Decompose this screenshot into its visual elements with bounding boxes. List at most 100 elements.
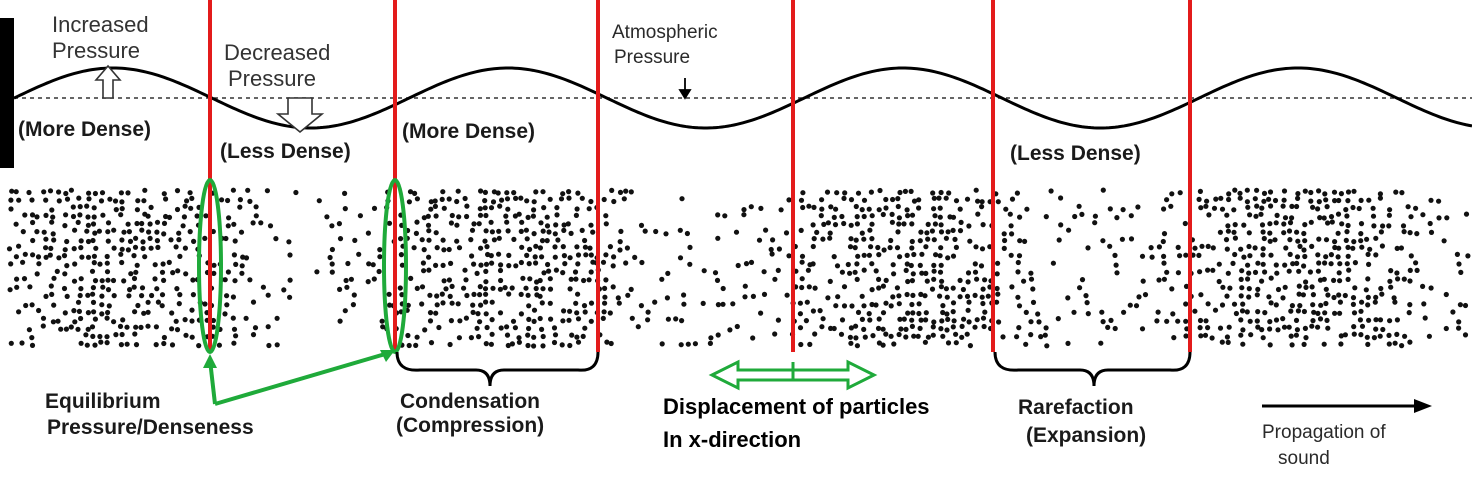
particle-dot	[314, 269, 320, 275]
particle-dot	[441, 205, 447, 211]
particle-dot	[483, 212, 489, 219]
particle-dot	[1202, 332, 1209, 338]
particle-dot	[902, 188, 909, 194]
particle-dot	[14, 284, 20, 290]
particle-dot	[1252, 269, 1259, 275]
particle-dot	[544, 223, 551, 229]
particle-dot	[1139, 253, 1146, 259]
particle-dot	[1209, 335, 1215, 341]
particle-dot	[909, 323, 916, 329]
particle-dot	[1142, 292, 1149, 298]
particle-dot	[1268, 275, 1274, 281]
particle-dot	[786, 253, 792, 259]
particle-dot	[1391, 295, 1397, 301]
particle-dot	[1205, 325, 1211, 331]
particle-dot	[1275, 327, 1281, 333]
particle-dot	[1199, 243, 1205, 249]
particle-dot	[911, 333, 917, 339]
particle-dot	[93, 245, 99, 251]
left-edge-bar	[0, 18, 14, 168]
particle-dot	[945, 316, 951, 322]
particle-dot	[247, 277, 253, 283]
particle-dot	[324, 214, 330, 220]
particle-dot	[329, 223, 335, 229]
particle-dot	[881, 247, 887, 253]
particle-dot	[1377, 317, 1384, 323]
particle-dot	[182, 245, 188, 251]
particle-dot	[419, 284, 426, 290]
particle-dot	[132, 331, 138, 337]
particle-dot	[561, 222, 567, 228]
particle-dot	[139, 293, 145, 299]
particle-dot	[1016, 325, 1022, 331]
particle-dot	[602, 300, 608, 306]
particle-dot	[909, 212, 916, 218]
particle-dot	[827, 278, 833, 284]
particle-dot	[939, 318, 945, 324]
particle-dot	[139, 227, 145, 233]
particle-dot	[1227, 285, 1233, 291]
particle-dot	[587, 245, 593, 251]
particle-dot	[219, 197, 225, 203]
particle-dot	[504, 190, 510, 196]
particle-dot	[799, 276, 805, 282]
particle-dot	[541, 270, 547, 276]
particle-dot	[1322, 310, 1328, 316]
particle-dot	[111, 227, 117, 233]
particle-dot	[1308, 189, 1314, 196]
particle-dot	[482, 189, 488, 195]
particle-dot	[574, 334, 580, 340]
particle-dot	[756, 237, 763, 243]
particle-dot	[1107, 206, 1113, 212]
particle-dot	[980, 315, 987, 321]
particle-dot	[866, 311, 872, 317]
particle-dot	[216, 342, 222, 348]
particle-dot	[1365, 276, 1371, 282]
particle-dot	[370, 262, 376, 268]
particle-dot	[496, 235, 502, 241]
particle-dot	[911, 198, 918, 204]
particle-dot	[628, 189, 634, 195]
particle-dot	[854, 221, 861, 227]
particle-dot	[1161, 231, 1168, 237]
particle-dot	[47, 252, 53, 258]
particle-dot	[483, 299, 489, 305]
particle-dot	[1246, 243, 1252, 250]
particle-dot	[125, 190, 131, 196]
particle-dot	[83, 332, 89, 338]
particle-dot	[211, 262, 217, 268]
particle-dot	[250, 220, 256, 226]
particle-dot	[457, 318, 463, 324]
particle-dot	[798, 341, 804, 348]
particle-dot	[835, 294, 841, 300]
particle-dot	[1210, 267, 1216, 273]
particle-dot	[1294, 260, 1300, 266]
particle-dot	[36, 307, 42, 314]
particle-dot	[803, 318, 810, 324]
particle-dot	[1183, 318, 1189, 324]
particle-dot	[539, 238, 546, 244]
particle-dot	[1351, 310, 1358, 316]
particle-dot	[861, 213, 867, 220]
particle-dot	[995, 291, 1001, 297]
particle-dot	[188, 205, 194, 211]
particle-dot	[763, 227, 769, 233]
particle-dot	[870, 333, 876, 339]
particle-dot	[471, 221, 477, 227]
particle-dot	[483, 261, 490, 267]
particle-dot	[177, 253, 183, 259]
particle-dot	[1295, 308, 1301, 314]
particle-dot	[831, 254, 837, 260]
particle-dot	[27, 284, 33, 290]
particle-dot	[957, 294, 963, 300]
particle-dot	[70, 204, 76, 210]
particle-dot	[950, 309, 956, 315]
particle-dot	[548, 316, 554, 322]
particle-dot	[478, 262, 484, 268]
particle-dot	[1295, 238, 1301, 244]
particle-dot	[139, 220, 145, 227]
particle-dot	[1120, 207, 1126, 213]
particle-dot	[14, 276, 20, 282]
particle-dot	[833, 206, 839, 212]
particle-dot	[131, 275, 138, 282]
